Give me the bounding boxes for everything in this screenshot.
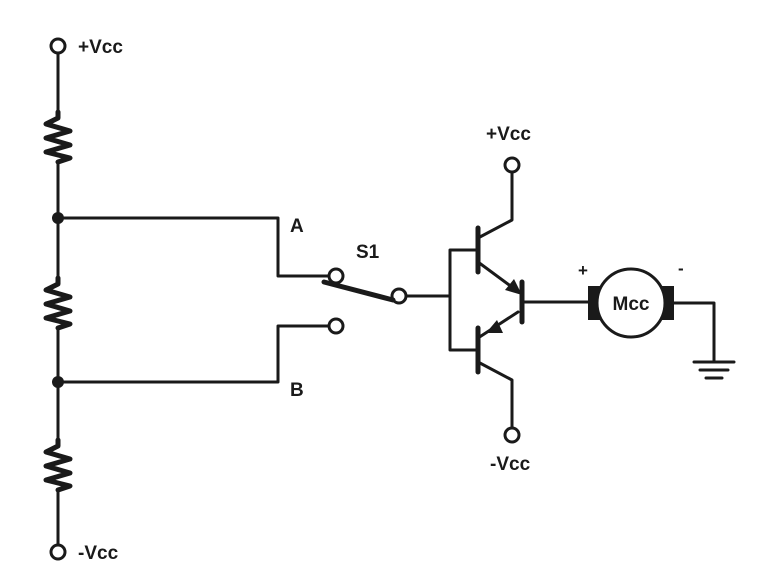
label-vcc-neg-left: -Vcc [78, 543, 119, 564]
label-vcc-neg-transistor: -Vcc [490, 454, 531, 475]
motor-body [595, 267, 667, 339]
wire-node-b-to-switch [56, 324, 332, 384]
resistor-bottom [43, 437, 73, 493]
npn-collector [476, 170, 514, 240]
npn-emitter-arrow [505, 279, 522, 295]
label-motor-plus: + [578, 261, 588, 280]
vcc-neg-terminal-transistor [503, 426, 521, 444]
resistor-top [43, 109, 73, 165]
wire-base-bus [448, 248, 478, 352]
vcc-pos-terminal-transistor [503, 156, 521, 174]
label-node-b: B [290, 380, 304, 401]
switch-contact-b [327, 317, 345, 335]
label-motor: Mcc [613, 294, 650, 315]
label-node-a: A [290, 216, 304, 237]
npn-transistor [475, 170, 522, 295]
wire-motor-to-ground [672, 301, 716, 364]
label-vcc-pos-left: +Vcc [78, 37, 123, 58]
divider-rail [43, 37, 73, 561]
motor: Mcc [588, 267, 674, 339]
pnp-collector [476, 360, 514, 430]
label-switch: S1 [356, 242, 380, 263]
pnp-transistor [475, 310, 520, 430]
label-motor-minus: - [678, 259, 684, 278]
ground-symbol [692, 360, 736, 380]
pnp-emitter-arrow [486, 320, 503, 333]
vcc-neg-terminal-left [49, 543, 67, 561]
vcc-pos-terminal-left [49, 37, 67, 55]
switch-blade [321, 279, 396, 303]
resistor-middle [43, 275, 73, 331]
switch-s1 [321, 267, 408, 335]
switch-contact-a [327, 267, 345, 285]
label-vcc-pos-transistor: +Vcc [486, 124, 531, 145]
wire-node-a-to-switch [56, 216, 332, 278]
